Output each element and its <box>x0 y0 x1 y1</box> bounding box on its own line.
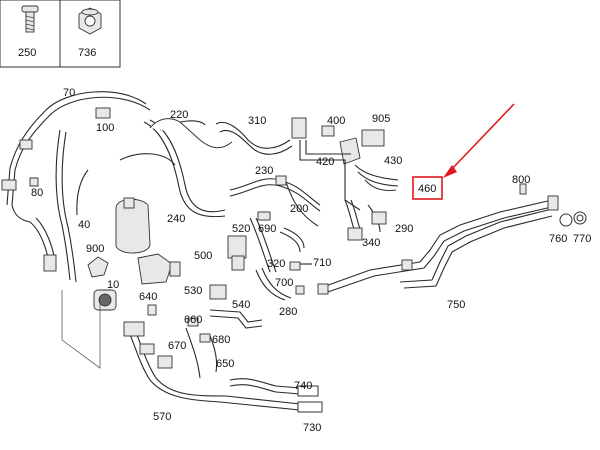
callout-770[interactable]: 770 <box>573 233 591 245</box>
callout-100[interactable]: 100 <box>96 122 114 134</box>
callout-760[interactable]: 760 <box>549 233 567 245</box>
callout-320[interactable]: 320 <box>267 258 285 270</box>
callout-640[interactable]: 640 <box>139 291 157 303</box>
highlight-460 <box>412 103 515 200</box>
callout-400[interactable]: 400 <box>327 115 345 127</box>
callout-660[interactable]: 660 <box>184 314 202 326</box>
callout-220[interactable]: 220 <box>170 109 188 121</box>
callout-530[interactable]: 530 <box>184 285 202 297</box>
highlight-box <box>412 176 443 200</box>
legend-boxes: 250 736 <box>0 0 121 68</box>
callout-800[interactable]: 800 <box>512 174 530 186</box>
callout-650[interactable]: 650 <box>216 358 234 370</box>
callout-460[interactable]: 460 <box>418 183 436 195</box>
callout-200[interactable]: 200 <box>290 203 308 215</box>
callout-680[interactable]: 680 <box>212 334 230 346</box>
callout-240[interactable]: 240 <box>167 213 185 225</box>
callout-80[interactable]: 80 <box>31 187 43 199</box>
callout-40[interactable]: 40 <box>78 219 90 231</box>
callout-420[interactable]: 420 <box>316 156 334 168</box>
callout-310[interactable]: 310 <box>248 115 266 127</box>
callout-labels: 70 100 80 40 900 10 220 310 400 905 420 … <box>31 87 591 434</box>
callout-750[interactable]: 750 <box>447 299 465 311</box>
callout-670[interactable]: 670 <box>168 340 186 352</box>
callout-900[interactable]: 900 <box>86 243 104 255</box>
legend-label-nut: 736 <box>78 47 96 59</box>
callout-730[interactable]: 730 <box>303 422 321 434</box>
nut-icon <box>78 7 102 35</box>
callout-690[interactable]: 690 <box>258 223 276 235</box>
callout-10[interactable]: 10 <box>107 279 119 291</box>
callout-500[interactable]: 500 <box>194 250 212 262</box>
callout-740[interactable]: 740 <box>294 380 312 392</box>
reservoir-assembly <box>115 119 226 285</box>
callout-70[interactable]: 70 <box>63 87 75 99</box>
right-pipe-assembly <box>317 183 587 295</box>
valve-cluster <box>291 117 399 241</box>
callout-710[interactable]: 710 <box>313 257 331 269</box>
left-hose-assembly <box>1 91 151 369</box>
callout-520[interactable]: 520 <box>232 223 250 235</box>
callout-430[interactable]: 430 <box>384 155 402 167</box>
callout-905[interactable]: 905 <box>372 113 390 125</box>
bottom-hoses <box>123 317 323 413</box>
arrow-head-icon <box>443 165 457 178</box>
callout-540[interactable]: 540 <box>232 299 250 311</box>
callout-700[interactable]: 700 <box>275 277 293 289</box>
callout-230[interactable]: 230 <box>255 165 273 177</box>
callout-570[interactable]: 570 <box>153 411 171 423</box>
upper-middle-hoses <box>149 118 321 273</box>
center-parts <box>147 227 312 329</box>
legend-label-screw: 250 <box>18 47 36 59</box>
screw-icon <box>21 5 39 33</box>
highlight-arrow-shaft <box>449 103 515 172</box>
callout-340[interactable]: 340 <box>362 237 380 249</box>
callout-290[interactable]: 290 <box>395 223 413 235</box>
callout-280[interactable]: 280 <box>279 306 297 318</box>
